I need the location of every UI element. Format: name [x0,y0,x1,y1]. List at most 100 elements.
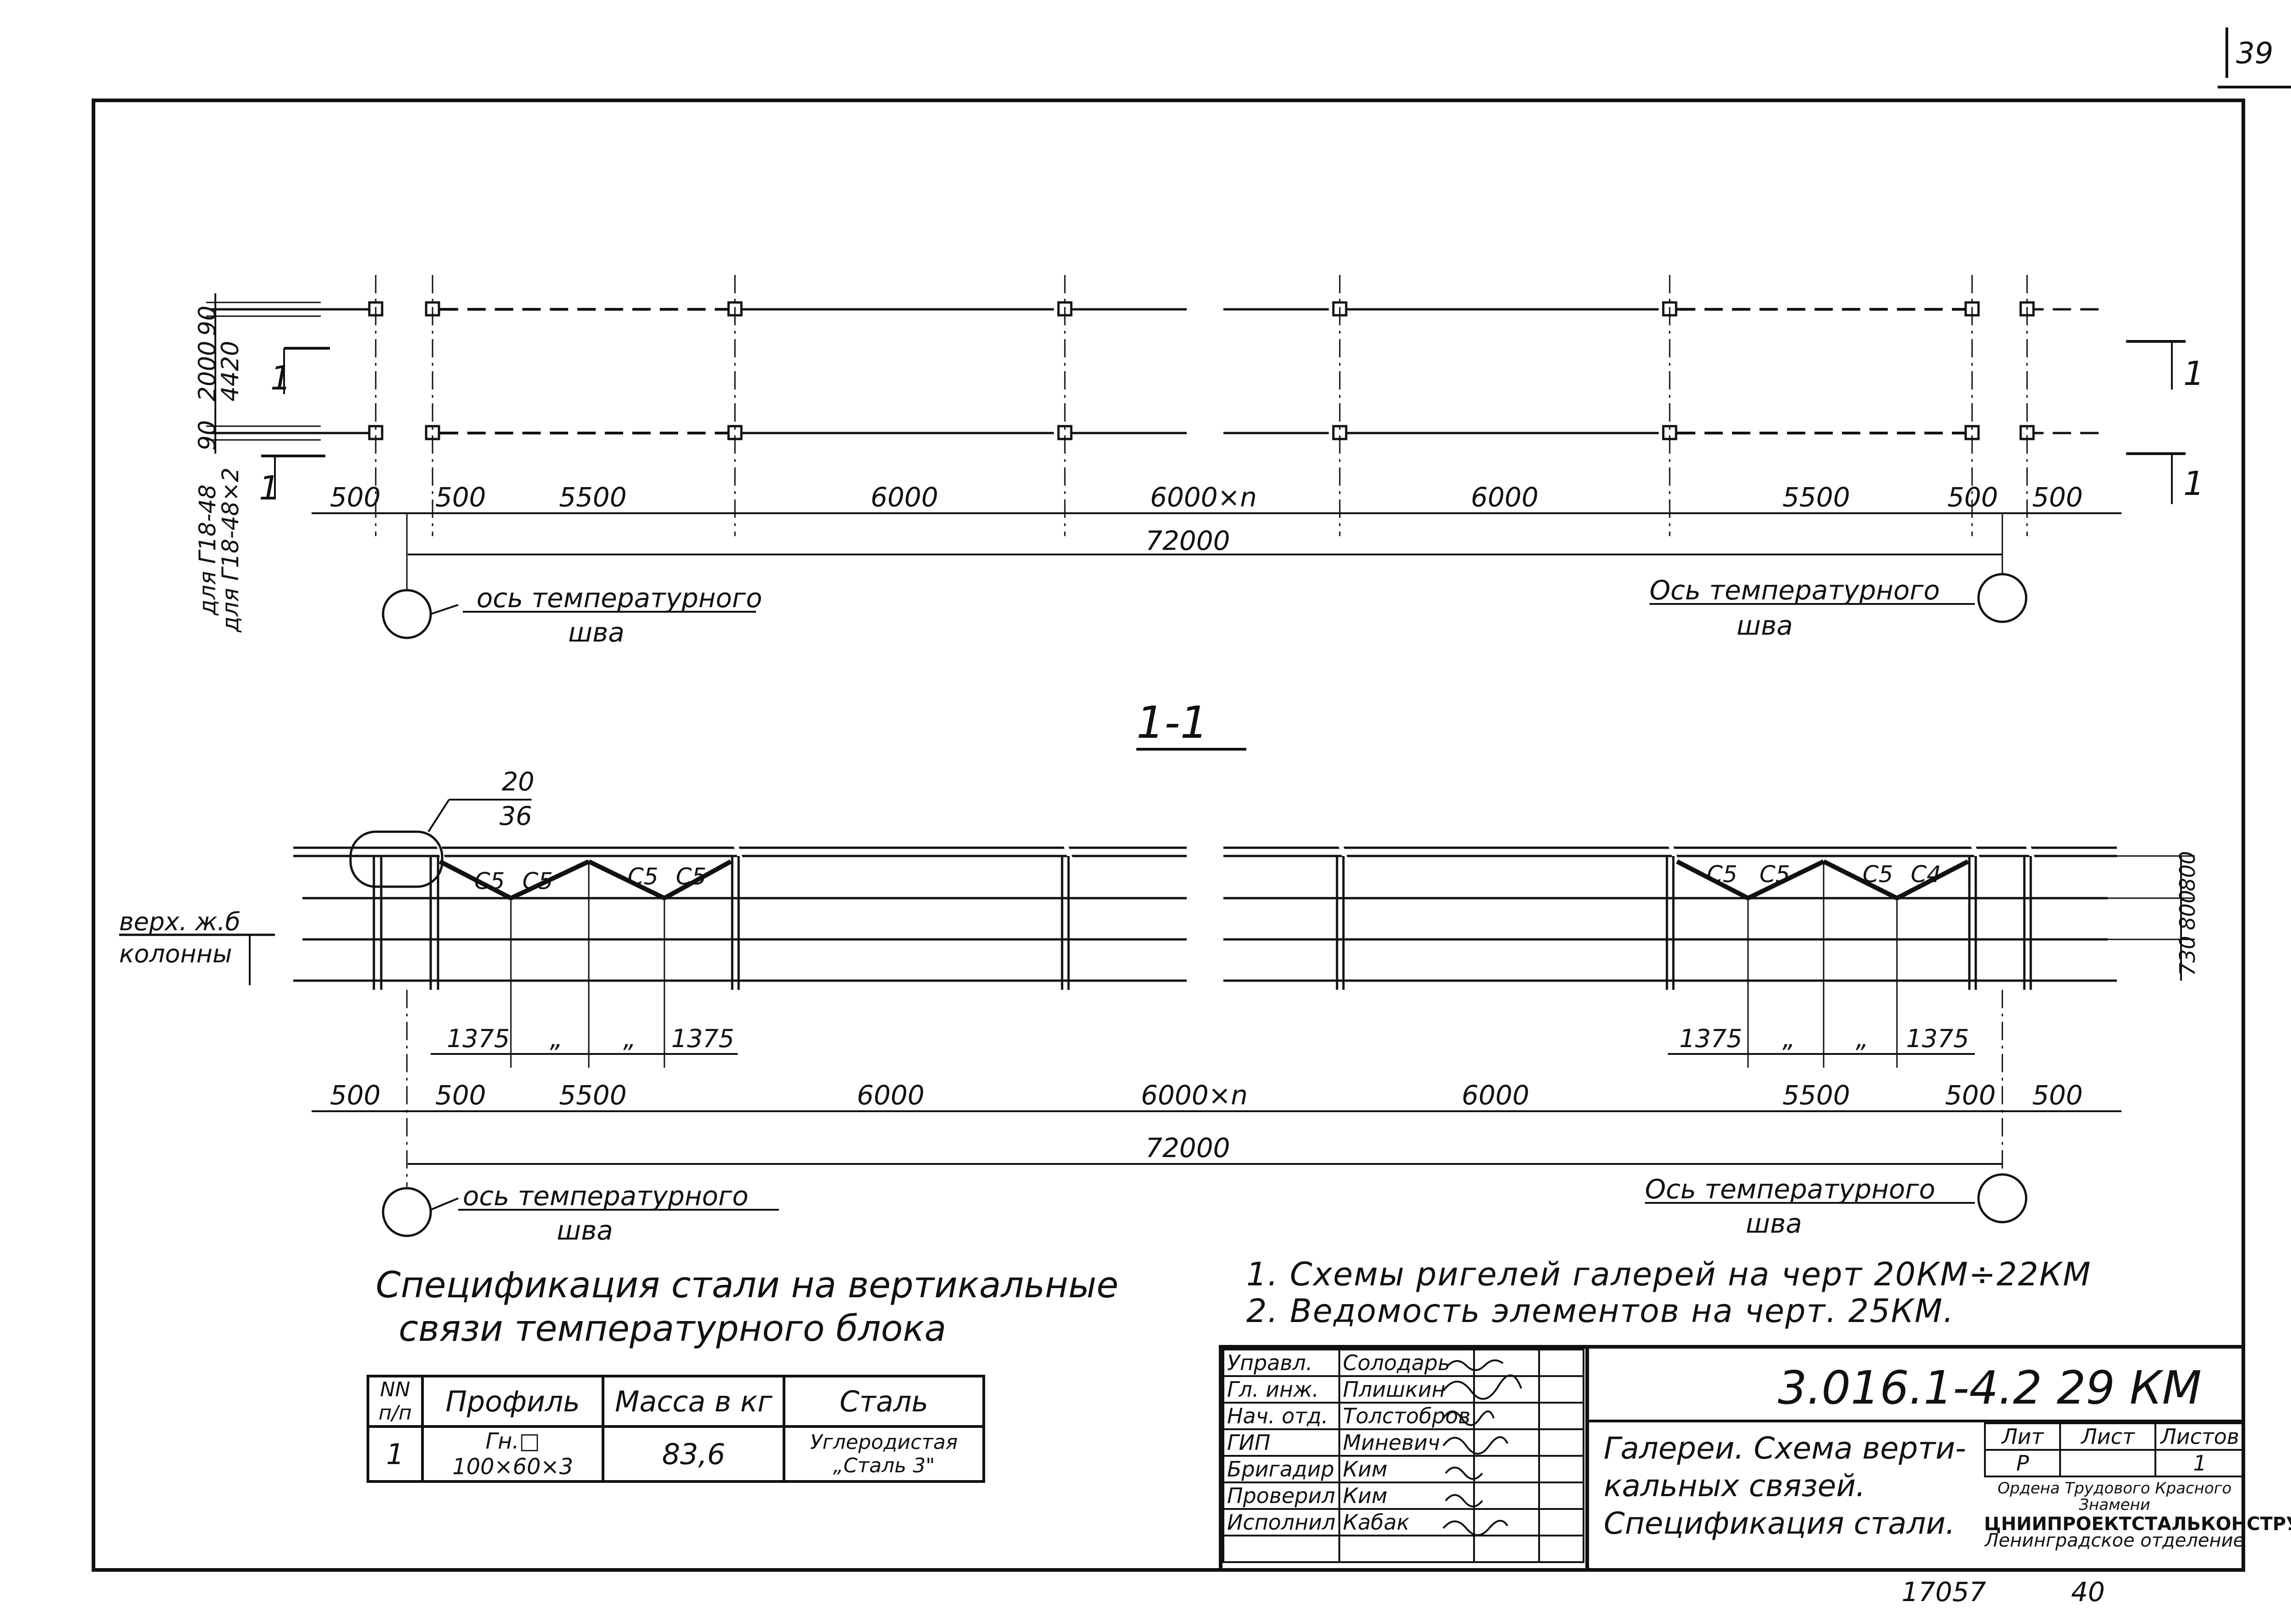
note-2: 2. Ведомость элементов на черт. 25КМ. [1246,1292,1955,1330]
sub-dim-left-2: „ [550,1024,563,1053]
table-row: Р 1 [1984,1449,2245,1477]
date-cell [1538,1375,1585,1404]
plan-dim-500-b: 500 [435,482,486,513]
sheet-info-table: Лит Лист Листов Р 1 [1984,1422,2245,1477]
name-cell: Плишкин [1338,1375,1475,1404]
sub-dim-left-4: 1375 [671,1024,734,1053]
sec-dim-5500-a: 5500 [559,1080,627,1111]
brace-mark-7: C5 [1863,861,1893,888]
sub-dim-left-3: „ [623,1024,636,1053]
table-row: Управл.Солодарь [1222,1349,1585,1377]
col-header-steel: Сталь [783,1375,985,1428]
doc-title-line-3: Спецификация стали. [1604,1506,1956,1541]
name-cell: Кабак [1338,1508,1475,1536]
col-header-nn: NN п/п [367,1375,424,1428]
sec-dim-500-c: 500 [1945,1080,1996,1111]
plan-dim-5500-a: 5500 [559,482,627,513]
title-block [1219,1345,2245,1572]
brace-mark-8: C4 [1911,861,1941,888]
date-cell [1538,1428,1585,1457]
page-number: 40 [2071,1576,2105,1608]
plan-dim-5500-b: 5500 [1782,482,1850,513]
date-cell [1538,1455,1585,1483]
col-header-mass: Масса в кг [602,1375,786,1428]
table-row [1222,1535,1585,1563]
sec-dim-6000-b: 6000 [1462,1080,1529,1111]
section-mark-2: 1 [259,469,280,507]
height-dim-800-a: 800 [2175,890,2200,930]
doc-code: 3.016.1-4.2 29 КМ [1778,1361,2202,1415]
plan-dim-500-c: 500 [1947,482,1998,513]
date-cell [1538,1481,1585,1510]
cell-nn: 1 [367,1425,424,1483]
sec-dim-6000n: 6000×n [1141,1080,1248,1111]
sec-total-72000: 72000 [1146,1132,1230,1163]
spec-header-row: NN п/п Профиль Масса в кг Сталь [367,1375,985,1428]
signature-cell [1473,1455,1540,1483]
org-line-1: Ордена Трудового Красного [1997,1479,2232,1498]
table-row: 1 Гн.□ 100×60×3 83,6 Углеродистая „Сталь… [367,1425,985,1483]
signature-cell [1473,1402,1540,1430]
brace-mark-5: C5 [1707,861,1737,888]
plan-dim-6000-a: 6000 [871,482,938,513]
column-note-1: верх. ж.б [119,907,241,936]
sub-dim-right-4: 1375 [1906,1024,1969,1053]
callout-bottom: 36 [499,801,532,831]
org-line-2: Знамени [2079,1496,2150,1514]
sub-dim-left-1: 1375 [447,1024,510,1053]
sub-dim-right-3: „ [1856,1024,1869,1053]
sheet-value [2059,1449,2157,1477]
sec-dim-500-a: 500 [330,1080,381,1111]
role-cell: ГИП [1222,1428,1340,1457]
spec-title-line-2: связи температурного блока [399,1308,947,1350]
dim-2000: 2000 [194,341,221,401]
table-row: Лит Лист Листов [1984,1422,2245,1451]
signature-cell [1473,1481,1540,1510]
org-branch: Ленинградское отделение [1984,1530,2245,1551]
name-cell: Ким [1338,1455,1475,1483]
table-row: Гл. инж.Плишкин [1222,1375,1585,1404]
section-title: 1-1 [1136,697,1208,748]
sec-axis-left-2: шва [557,1215,613,1246]
sec-axis-right-1: Ось температурного [1645,1174,1935,1205]
section-mark-1: 1 [270,359,291,397]
callout-top: 20 [502,767,534,797]
cell-mass: 83,6 [602,1425,786,1483]
plan-dim-6000n: 6000×n [1150,482,1257,513]
plan-dim-500-a: 500 [330,482,381,513]
note-1: 1. Схемы ригелей галерей на черт 20КМ÷22… [1246,1256,2092,1293]
cell-profile: Гн.□ 100×60×3 [421,1425,605,1483]
sec-dim-500-b: 500 [435,1080,486,1111]
brace-mark-3: C5 [628,863,658,890]
role-cell: Гл. инж. [1222,1375,1340,1404]
column-note-2: колонны [119,939,232,968]
name-cell: Миневич [1338,1428,1475,1457]
doc-title: Галереи. Схема верти- кальных связей. Сп… [1604,1430,1966,1542]
sec-axis-right-2: шва [1746,1208,1802,1239]
section-mark-4: 1 [2183,464,2204,503]
lit-header: Лит [1984,1422,2061,1451]
sec-dim-6000-a: 6000 [857,1080,925,1111]
brace-mark-4: C5 [676,863,707,890]
brace-mark-2: C5 [522,868,553,894]
sheets-header: Листов [2154,1422,2245,1451]
org-name: ЦНИИПРОЕКТСТАЛЬКОНСТРУКЦИЯ [1984,1514,2291,1535]
doc-title-line-2: кальных связей. [1604,1468,1866,1503]
plan-axis-left-1: ось температурного [477,582,762,614]
col-header-profile: Профиль [421,1375,605,1428]
brace-mark-1: C5 [474,868,505,894]
lit-value: Р [1984,1449,2061,1477]
role-cell: Управл. [1222,1349,1340,1377]
plan-total-72000: 72000 [1146,525,1230,556]
title-block-hline [1589,1420,2245,1422]
height-dim-730: 730 [2175,936,2200,976]
dim-4420: 4420 [217,341,244,401]
date-cell [1538,1402,1585,1430]
table-row: Нач. отд.Толстобров [1222,1402,1585,1430]
dim-90-bottom: 90 [194,420,221,450]
title-block-divider [1585,1349,1589,1572]
sub-dim-right-2: „ [1782,1024,1795,1053]
section-elevation [119,799,2195,1237]
